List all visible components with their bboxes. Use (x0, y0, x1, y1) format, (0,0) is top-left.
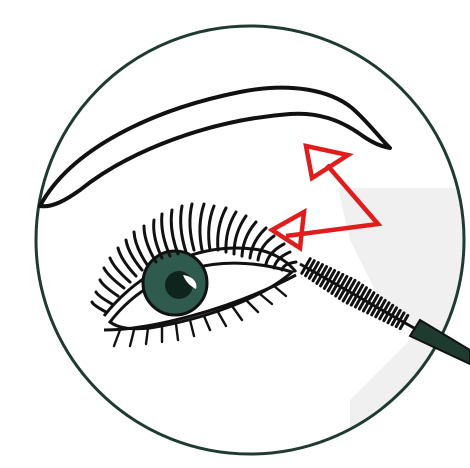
eyebrow-shape (40, 88, 390, 207)
upper-lash (200, 204, 204, 250)
lower-lash (176, 324, 178, 340)
upper-lash (242, 222, 256, 256)
lower-lash (260, 294, 272, 304)
upper-lash (92, 302, 106, 312)
lower-lash (190, 320, 194, 336)
lower-lash (114, 330, 120, 346)
upper-lash (96, 292, 112, 304)
upper-lash (104, 268, 124, 288)
lower-lash (146, 328, 148, 344)
upper-lash (171, 210, 178, 254)
upper-lash (209, 206, 214, 250)
lower-lash (204, 316, 210, 330)
upper-lash (181, 206, 186, 252)
pupil (165, 271, 193, 299)
upper-lash (162, 214, 170, 256)
lower-lash (274, 286, 286, 296)
lower-lash (246, 300, 258, 312)
lower-lash (130, 330, 134, 346)
upper-lash (258, 236, 274, 260)
upper-lash (190, 204, 194, 250)
lower-lash (232, 306, 242, 320)
upper-lash (250, 228, 266, 258)
lower-lash (218, 312, 226, 326)
